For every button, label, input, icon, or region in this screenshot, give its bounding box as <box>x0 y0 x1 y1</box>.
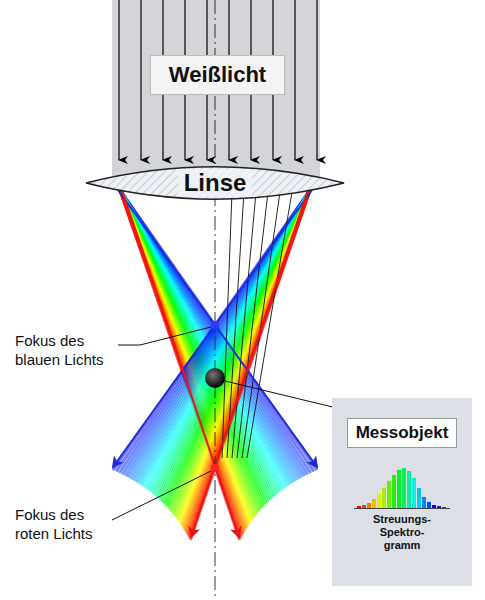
light-ray <box>140 0 141 160</box>
black-ray <box>242 192 280 458</box>
spectrum-bar <box>432 505 436 508</box>
red-focus <box>211 464 219 472</box>
lens: Linse <box>85 166 345 200</box>
focus-label: Fokus des roten Lichts <box>15 505 115 543</box>
spectrum-bar <box>382 488 386 508</box>
focus-label: Fokus des blauen Lichts <box>15 331 115 369</box>
leader-line <box>225 381 345 410</box>
lens-label: Linse <box>178 169 253 197</box>
spectrum-bar <box>362 505 366 508</box>
spectrum-bar <box>412 478 416 508</box>
light-ray <box>118 0 119 160</box>
spectrogram-label: Streuungs- Spektro- gramm <box>367 513 437 552</box>
spectrum-bar <box>427 502 431 508</box>
spectrum-bar <box>422 497 426 508</box>
spectrum-bar <box>397 470 401 508</box>
object-panel: MessobjektStreuungs- Spektro- gramm <box>332 398 472 586</box>
spectrum-bar <box>392 475 396 508</box>
spectrum-bar <box>357 506 361 508</box>
spectral-ray <box>190 190 310 540</box>
red-ray <box>191 190 308 537</box>
spectrum-bar <box>437 506 441 508</box>
blue-ray <box>118 190 317 467</box>
light-ray <box>294 0 295 160</box>
spectrum-bar <box>387 481 391 508</box>
spectrum-baseline <box>354 508 450 509</box>
blue-focus <box>211 321 219 329</box>
spectrogram <box>352 458 452 510</box>
object-title: Messobjekt <box>347 418 458 448</box>
spectrum-bar <box>372 499 376 508</box>
leader-line <box>112 471 211 520</box>
spectrum-bar <box>407 471 411 508</box>
spectrum-bar <box>377 494 381 508</box>
spectrum-bar <box>442 507 446 508</box>
black-ray <box>247 192 292 458</box>
light-band <box>112 0 320 185</box>
leader-line <box>118 327 211 345</box>
light-label-box: Weißlicht <box>150 55 285 95</box>
red-ray <box>122 190 239 537</box>
lens-outline <box>86 167 344 199</box>
spectrum-bar <box>402 468 406 508</box>
light-ray <box>316 0 317 160</box>
blue-ray <box>113 190 312 467</box>
incoming-rays <box>119 0 317 160</box>
spectrum-bar <box>367 503 371 508</box>
measuring-object <box>205 368 225 388</box>
spectrum-bar <box>417 488 421 508</box>
light-label: Weißlicht <box>169 62 266 88</box>
